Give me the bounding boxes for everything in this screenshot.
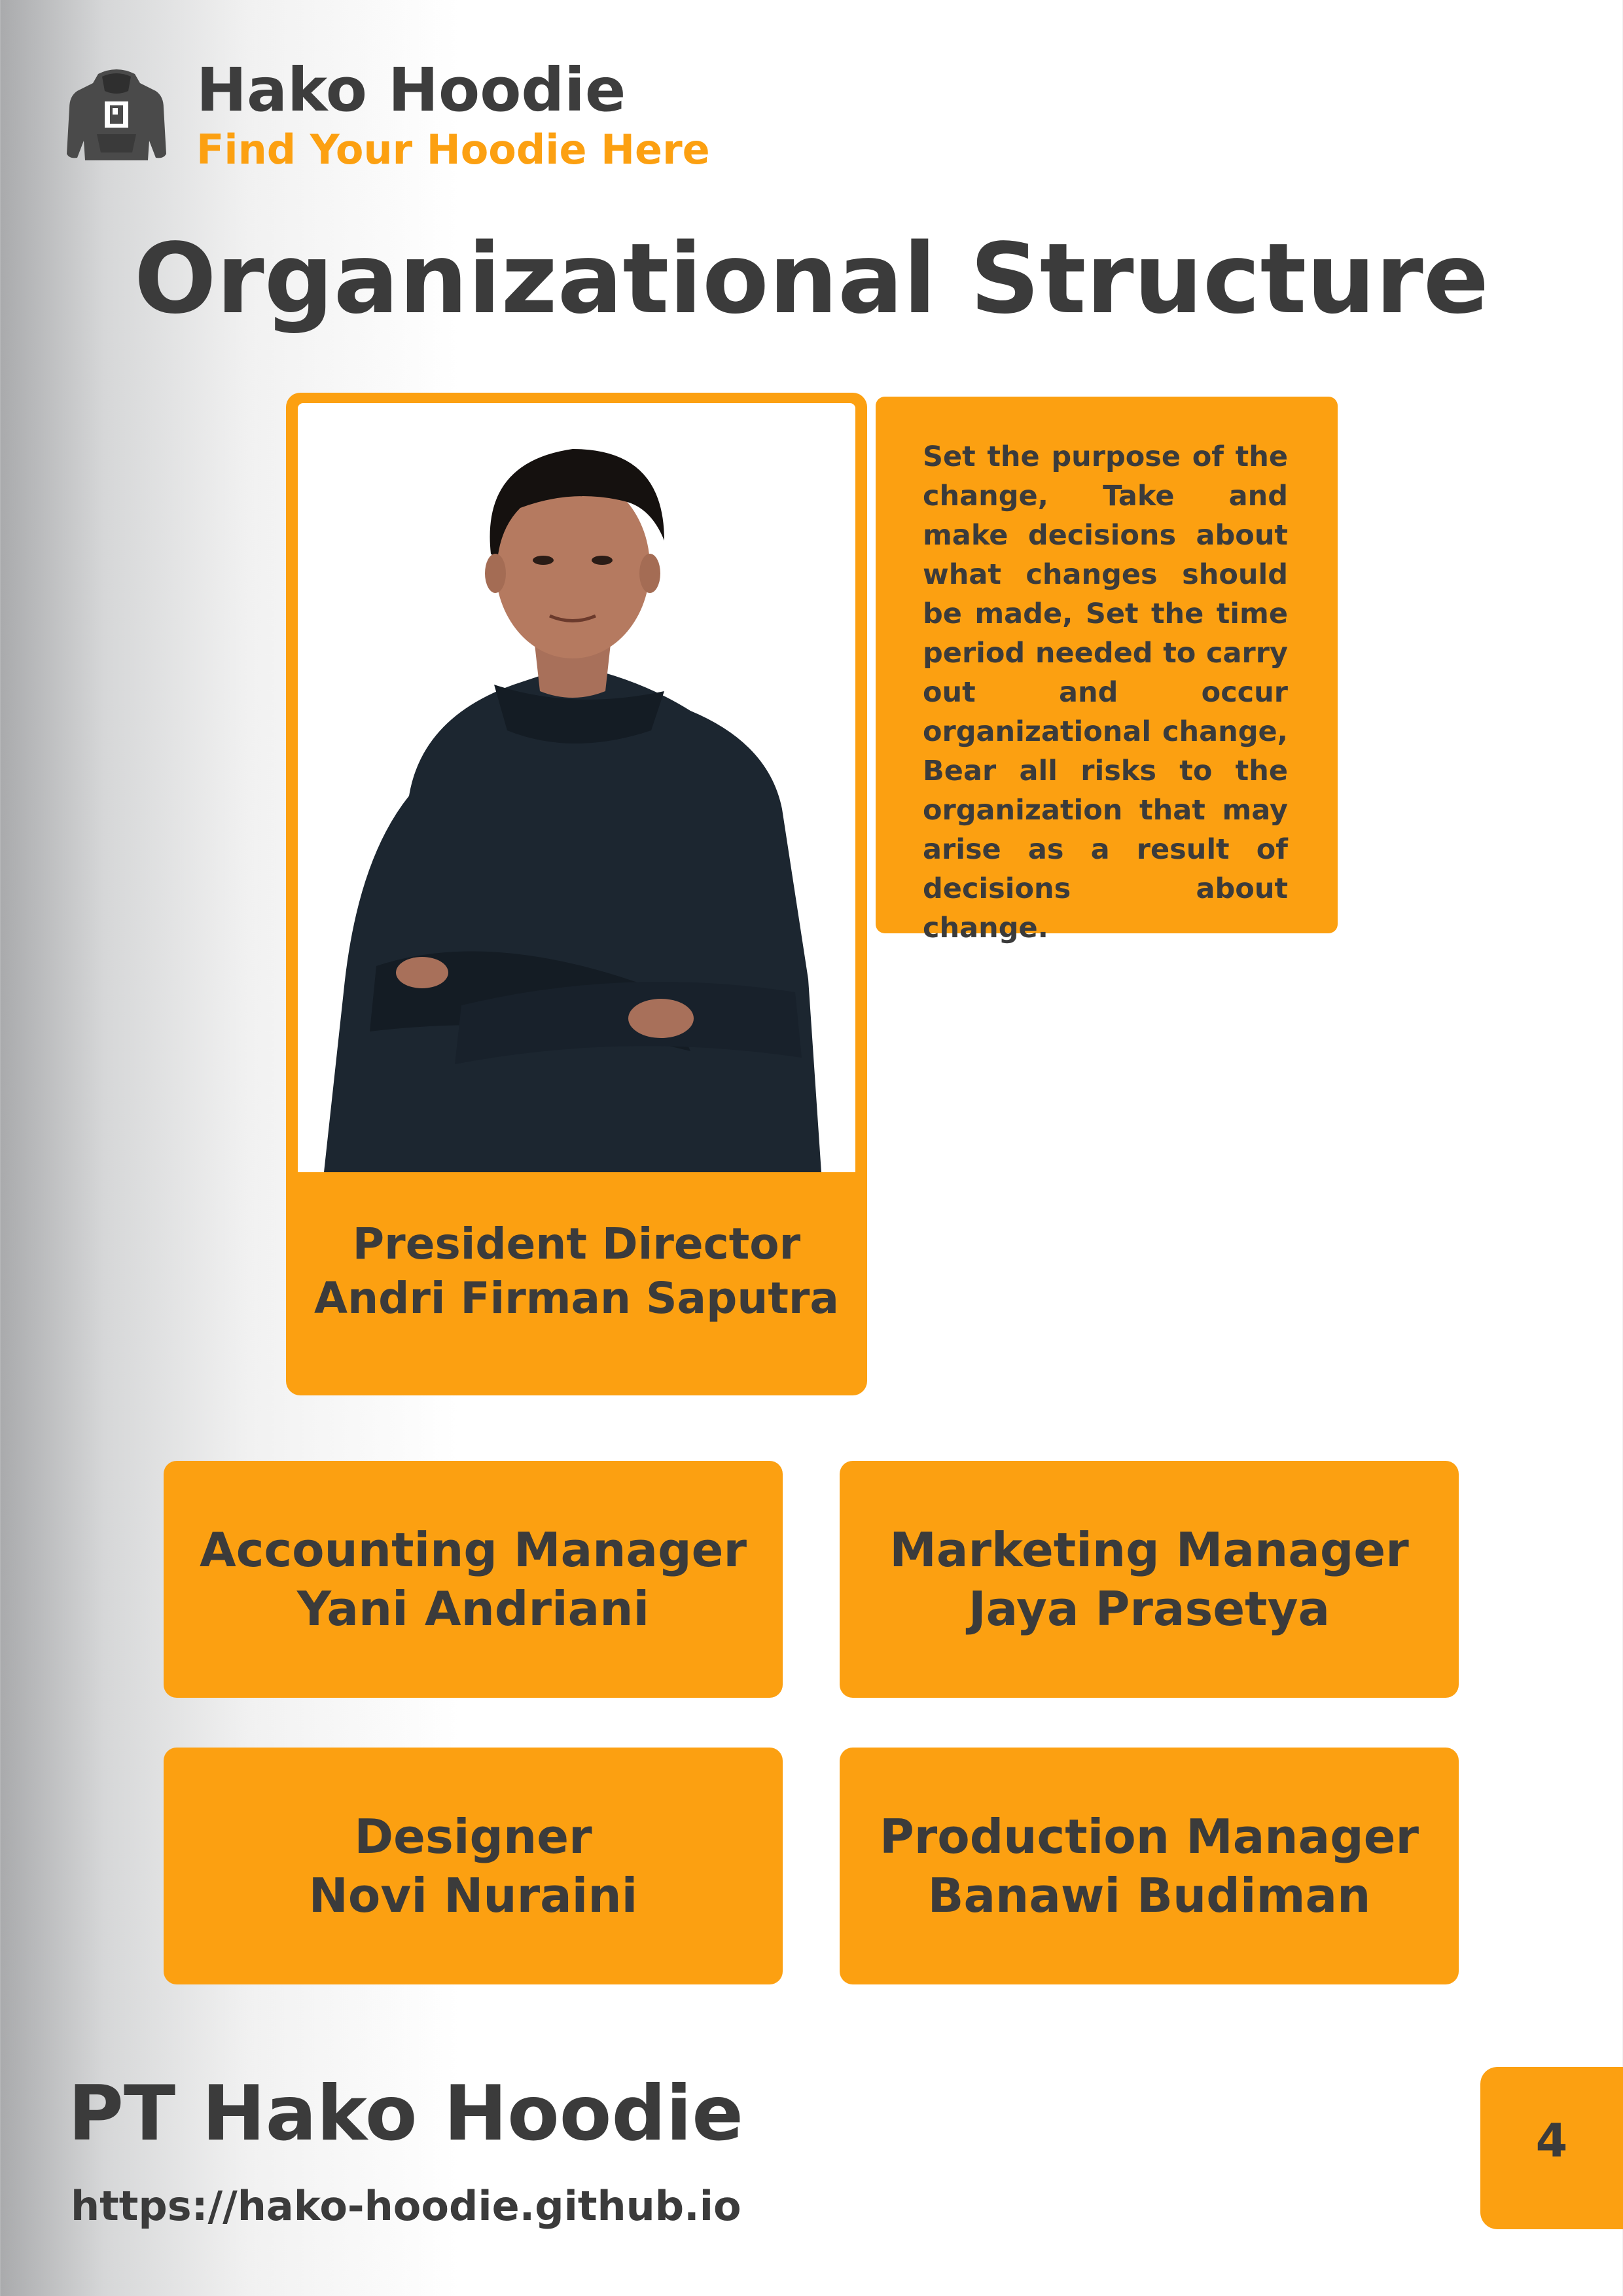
card-name: Banawi Budiman xyxy=(927,1868,1371,1923)
card-role: Accounting Manager xyxy=(200,1522,747,1577)
portrait-photo xyxy=(298,403,855,1172)
president-name: Andri Firman Saputra xyxy=(314,1272,839,1323)
accounting-manager-card: Accounting Manager Yani Andriani xyxy=(164,1461,783,1698)
description-box xyxy=(876,397,1338,933)
president-role: President Director xyxy=(352,1219,801,1269)
page-number-box xyxy=(1480,2067,1623,2229)
company-name: PT Hako Hoodie xyxy=(68,2070,743,2158)
production-manager-card: Production Manager Banawi Budiman xyxy=(840,1748,1459,1984)
president-label: President Director Andri Firman Saputra xyxy=(286,1217,867,1325)
brand-tagline: Find Your Hoodie Here xyxy=(196,126,710,173)
website-link[interactable]: https://hako-hoodie.github.io xyxy=(71,2182,741,2230)
card-name: Jaya Prasetya xyxy=(968,1581,1330,1636)
card-name: Novi Nuraini xyxy=(308,1868,638,1923)
brand-name: Hako Hoodie xyxy=(196,55,626,125)
card-name: Yani Andriani xyxy=(296,1581,650,1636)
card-role: Marketing Manager xyxy=(889,1522,1409,1577)
card-role: Designer xyxy=(354,1809,592,1864)
hoodie-icon xyxy=(64,62,169,167)
marketing-manager-card: Marketing Manager Jaya Prasetya xyxy=(840,1461,1459,1698)
page-number: 4 xyxy=(1535,2114,1568,2168)
card-role: Production Manager xyxy=(879,1809,1419,1864)
page-title: Organizational Structure xyxy=(134,223,1489,335)
role-description: Set the purpose of the change, Take and … xyxy=(923,440,1288,944)
designer-card: Designer Novi Nuraini xyxy=(164,1748,783,1984)
